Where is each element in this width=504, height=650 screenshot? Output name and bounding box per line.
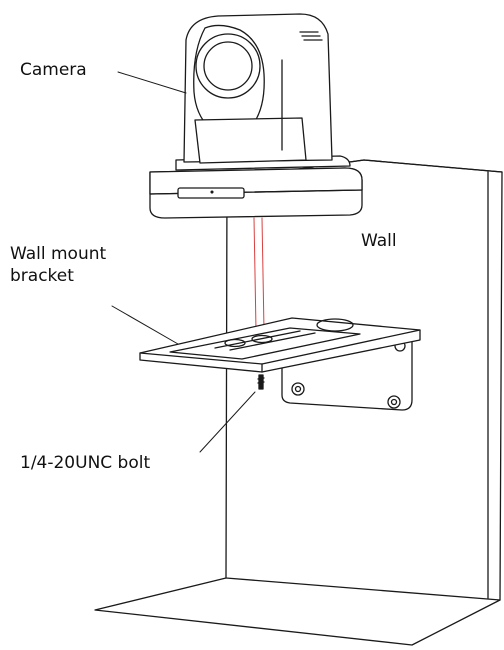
bracket-leader	[111, 305, 179, 345]
bolt	[257, 374, 265, 390]
wall-label: Wall	[361, 231, 397, 251]
bracket-label-line1: Wall mount	[10, 244, 107, 264]
alignment-guide	[253, 217, 265, 331]
bolt-label: 1/4-20UNC bolt	[20, 453, 151, 473]
floor	[94, 577, 501, 646]
camera-label: Camera	[20, 60, 87, 80]
camera-leader	[117, 71, 187, 94]
wall-mount-bracket	[139, 317, 421, 411]
bracket-label-line2: bracket	[10, 266, 74, 286]
camera	[149, 13, 363, 219]
bracket-label: Wall mount bracket	[10, 243, 106, 287]
leader-lines	[111, 71, 256, 453]
bolt-leader	[199, 391, 256, 453]
